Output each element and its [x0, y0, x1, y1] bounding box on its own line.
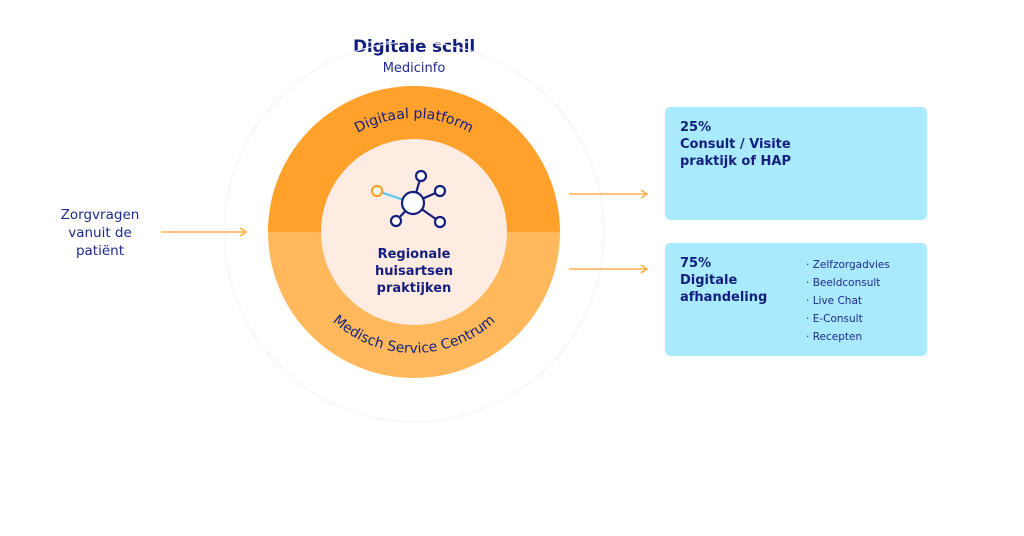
- arrow-output-1: [569, 189, 649, 199]
- output-percent: 75%: [680, 256, 712, 271]
- output-box-heading: 75% Digitale afhandeling: [680, 255, 767, 306]
- list-item: Beeldconsult: [806, 274, 890, 292]
- input-label-line: Zorgvragen: [60, 207, 140, 223]
- digital-channel-list: Zelfzorgadvies Beeldconsult Live Chat E-…: [806, 256, 890, 346]
- ring-center: [321, 139, 507, 325]
- output-title-line: praktijk of HAP: [680, 154, 792, 169]
- list-item: E-Consult: [806, 310, 890, 328]
- output-title-line: Digitale: [680, 273, 738, 288]
- list-item: Zelfzorgadvies: [806, 256, 890, 274]
- center-label-line: huisartsen: [375, 264, 453, 279]
- network-hub-icon: [370, 169, 447, 229]
- center-label: Regionale huisartsen praktijken: [330, 246, 498, 297]
- list-item: Live Chat: [806, 292, 890, 310]
- output-box-consult: 25% Consult / Visite praktijk of HAP: [665, 107, 927, 220]
- output-title-line: afhandeling: [680, 290, 768, 305]
- list-item: Recepten: [806, 328, 890, 346]
- arrow-output-2: [569, 264, 649, 274]
- input-label-line: vanuit de: [68, 225, 132, 241]
- output-title-line: Consult / Visite: [680, 137, 791, 152]
- output-percent: 25%: [680, 120, 712, 135]
- center-label-line: praktijken: [376, 281, 452, 296]
- diagram-title: Digitale schil: [353, 37, 475, 57]
- arrow-input: [161, 227, 248, 237]
- output-box-heading: 25% Consult / Visite praktijk of HAP: [680, 119, 791, 170]
- input-label: Zorgvragen vanuit de patiënt: [40, 206, 160, 260]
- diagram-subtitle: Medicinfo: [382, 61, 446, 76]
- output-box-digital: 75% Digitale afhandeling Zelfzorgadvies …: [665, 243, 927, 356]
- center-label-line: Regionale: [377, 247, 451, 262]
- input-label-line: patiënt: [75, 243, 125, 259]
